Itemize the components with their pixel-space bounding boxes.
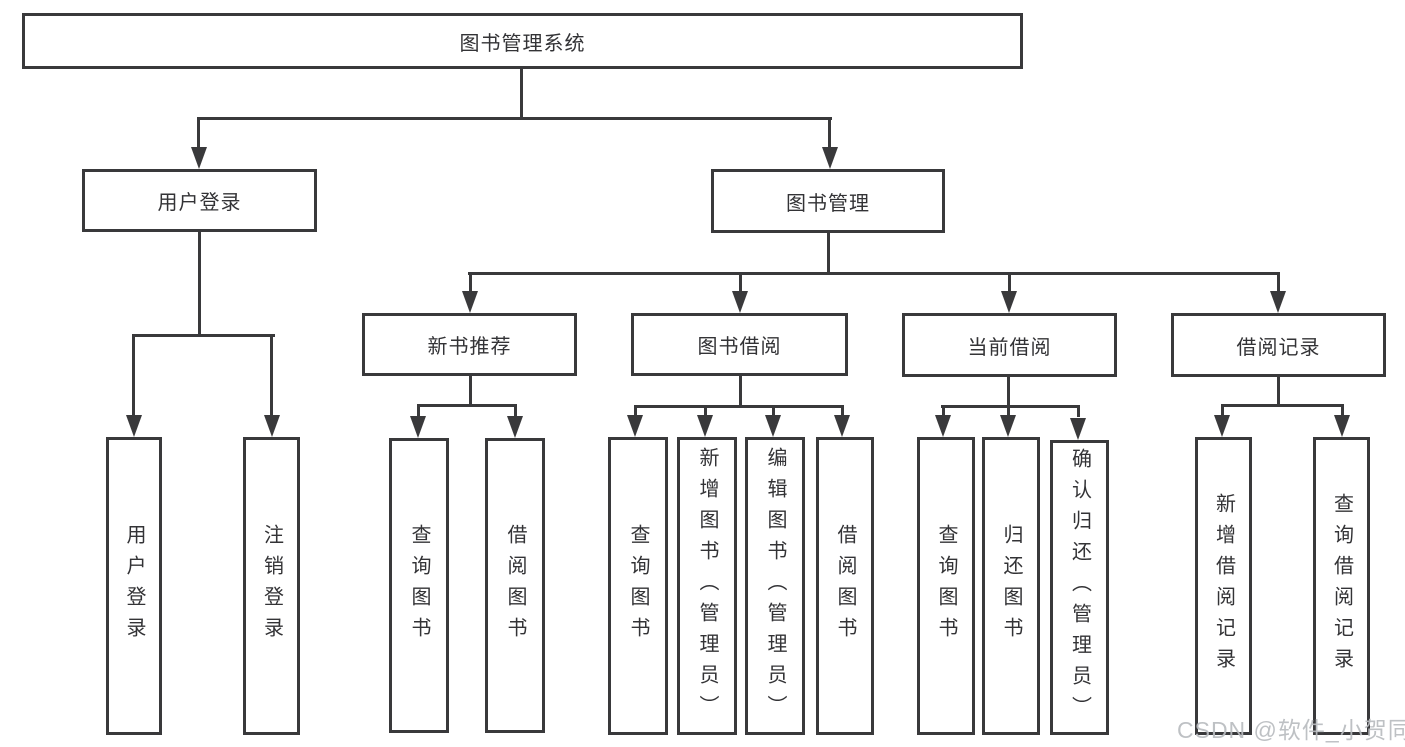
leaf-label: 归还图书 (1000, 524, 1022, 648)
connector-borrow-record-drop (1277, 272, 1280, 293)
leaf-cb-confirm-return-admin: 确认归还（管理员） (1050, 440, 1109, 735)
connector-borrow-record-stub (1277, 375, 1280, 407)
arrow-to-borrow-record (1270, 291, 1286, 313)
arrow-to-user-login (191, 147, 207, 169)
leaf-br-add-record: 新增借阅记录 (1195, 437, 1252, 735)
node-label: 借阅记录 (1236, 336, 1321, 359)
connector-book-borrow-drop (739, 272, 742, 293)
leaf-bb-add-book-admin: 新增图书（管理员） (677, 437, 737, 735)
connector-new-book-drop (469, 272, 472, 293)
node-label: 图书管理 (786, 192, 870, 215)
leaf-br-query-record: 查询借阅记录 (1313, 437, 1370, 735)
node-label: 图书管理系统 (459, 32, 586, 55)
connector-borrow-record-rail (1221, 404, 1344, 407)
arrow-to-book-borrow (732, 291, 748, 313)
leaf-label: 查询图书 (408, 523, 430, 648)
leaf-label: 借阅图书 (504, 523, 526, 648)
leaf-label: 借阅图书 (834, 524, 856, 648)
connector-cb-confirm-drop (1077, 405, 1080, 417)
leaf-bb-borrow-books: 借阅图书 (816, 437, 874, 735)
connector-level2-rail (197, 117, 832, 120)
connector-user-login-drop (197, 117, 200, 150)
arrow-to-nb-query (410, 416, 426, 438)
leaf-bb-edit-book-admin: 编辑图书（管理员） (745, 437, 805, 735)
arrow-to-bb-borrow (834, 415, 850, 437)
node-book-management: 图书管理 (711, 169, 945, 233)
connector-level3-rail (468, 272, 1280, 275)
leaf-label: 注销登录 (260, 524, 283, 648)
node-new-book-recommend: 新书推荐 (362, 313, 577, 376)
connector-new-book-rail (417, 404, 517, 407)
connector-root-stub (520, 69, 523, 119)
leaf-label: 查询借阅记录 (1330, 493, 1353, 679)
leaf-label: 确认归还（管理员） (1068, 448, 1091, 727)
arrow-to-cb-query (935, 415, 951, 437)
leaf-nb-borrow-books: 借阅图书 (485, 438, 545, 733)
arrow-to-current-borrow (1001, 291, 1017, 313)
arrow-to-br-query (1334, 415, 1350, 437)
arrow-to-cb-confirm (1070, 418, 1086, 440)
leaf-label: 新增借阅记录 (1212, 493, 1235, 679)
leaf-nb-query-books: 查询图书 (389, 438, 449, 733)
node-library-management-system: 图书管理系统 (22, 13, 1023, 69)
arrow-to-bb-add (697, 415, 713, 437)
connector-bb-edit-drop (772, 405, 775, 417)
leaf-cb-return-book: 归还图书 (982, 437, 1040, 735)
arrow-to-book-mgmt (822, 147, 838, 169)
node-book-borrow: 图书借阅 (631, 313, 848, 376)
connector-current-borrow-stub (1007, 375, 1010, 408)
node-label: 新书推荐 (427, 336, 512, 358)
arrow-to-cb-return (1000, 415, 1016, 437)
connector-br-add-drop (1221, 404, 1224, 417)
leaf-logout: 注销登录 (243, 437, 300, 735)
node-user-login: 用户登录 (82, 169, 317, 232)
arrow-to-new-book-recommend (462, 291, 478, 313)
connector-cb-return-drop (1007, 405, 1010, 417)
connector-book-mgmt-drop (828, 117, 831, 150)
connector-leaf-login-drop (132, 334, 135, 417)
leaf-user-login: 用户登录 (106, 437, 162, 735)
connector-leaf-logout-drop (270, 334, 273, 417)
connector-cb-query-drop (942, 405, 945, 417)
node-label: 用户登录 (157, 192, 242, 214)
arrow-to-leaf-login (126, 415, 142, 437)
connector-bb-query-drop (634, 405, 637, 417)
connector-user-login-rail (133, 334, 275, 337)
leaf-label: 新增图书（管理员） (696, 446, 718, 726)
node-current-borrow: 当前借阅 (902, 313, 1117, 377)
leaf-cb-query-books: 查询图书 (917, 437, 975, 735)
arrow-to-bb-query (627, 415, 643, 437)
leaf-label: 查询图书 (627, 524, 649, 648)
connector-current-borrow-rail (941, 405, 1080, 408)
connector-user-login-stub (198, 231, 201, 337)
node-borrow-records: 借阅记录 (1171, 313, 1386, 377)
leaf-label: 用户登录 (123, 524, 145, 648)
connector-book-mgmt-stub (827, 232, 830, 274)
connector-bb-borrow-drop (841, 405, 844, 417)
connector-bb-add-drop (704, 405, 707, 417)
node-label: 图书借阅 (697, 336, 782, 358)
arrow-to-bb-edit (765, 415, 781, 437)
leaf-label: 编辑图书（管理员） (764, 446, 786, 726)
connector-br-query-drop (1341, 404, 1344, 417)
arrow-to-leaf-logout (264, 415, 280, 437)
leaf-label: 查询图书 (935, 524, 957, 648)
arrow-to-br-add (1214, 415, 1230, 437)
node-label: 当前借阅 (967, 336, 1052, 359)
leaf-bb-query-books: 查询图书 (608, 437, 668, 735)
connector-new-book-stub (469, 374, 472, 407)
connector-nb-query-drop (417, 404, 420, 417)
connector-book-borrow-rail (634, 405, 844, 408)
connector-nb-borrow-drop (514, 404, 517, 417)
connector-current-borrow-drop (1008, 272, 1011, 293)
arrow-to-nb-borrow (507, 416, 523, 438)
connector-book-borrow-stub (739, 374, 742, 408)
